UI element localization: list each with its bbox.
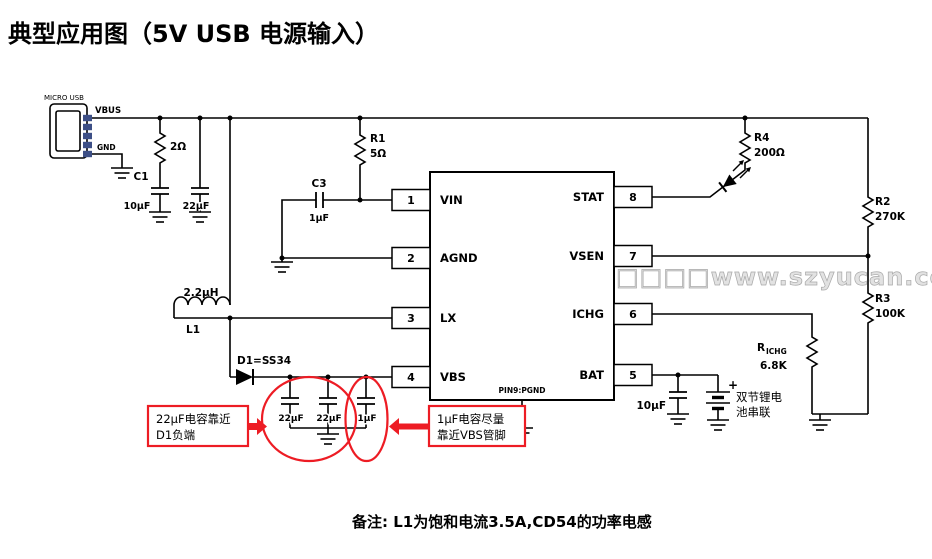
cap-c3: C3 1μF (309, 178, 329, 224)
callout-right-line1: 1μF电容尽量 (437, 412, 504, 426)
usb-connector: MICRO USB VBUS GND (44, 94, 121, 159)
resistor-2ohm: 2Ω (154, 127, 186, 169)
page-title: 典型应用图（5V USB 电源输入） (8, 20, 379, 48)
callout-right-arrow-icon (389, 418, 429, 435)
ground-icon (316, 433, 340, 445)
label-d1: D1=SS34 (237, 355, 291, 367)
led-arrow-icon (738, 160, 744, 166)
ground-icon (148, 211, 172, 223)
pin-name-ichg: ICHG (572, 307, 604, 321)
label-c1: C1 (133, 171, 148, 183)
pin-number-5: 5 (629, 369, 637, 382)
pin-number-6: 6 (629, 308, 637, 321)
highlight-ellipses (260, 375, 389, 463)
label-co3: 1μF (357, 414, 376, 424)
label-cin-value: 22μF (183, 201, 210, 212)
callout-right: 1μF电容尽量 靠近VBS管脚 (389, 404, 527, 448)
pin-name-vbs: VBS (440, 370, 466, 384)
gnd-label: GND (97, 143, 116, 152)
pin-name-lx: LX (440, 311, 456, 325)
ground-icon (270, 261, 294, 273)
resistor-r3: R3 100K (862, 287, 906, 329)
pin-name-vin: VIN (440, 193, 463, 207)
callout-left: 22μF电容靠近 D1负端 (146, 404, 267, 448)
label-r3-value: 100K (875, 308, 906, 320)
ground-icon (808, 419, 832, 431)
pin-name-stat: STAT (573, 190, 604, 204)
callout-left-arrow-icon (249, 418, 267, 435)
cap-out-1: 22μF (277, 397, 305, 426)
cap-out-3: 1μF (356, 397, 378, 426)
diode-d1: D1=SS34 (236, 355, 291, 385)
vbus-label: VBUS (95, 106, 121, 116)
pin-name-bat: BAT (579, 368, 604, 382)
callout-right-line2: 靠近VBS管脚 (437, 428, 506, 442)
ground-icon (110, 167, 134, 179)
label-richg: R (757, 342, 765, 354)
label-richg-value: 6.8K (760, 360, 788, 372)
pin-name-agnd: AGND (440, 251, 478, 265)
callout-left-line2: D1负端 (156, 428, 195, 442)
highlight-ellipse-1uf (344, 375, 389, 463)
pin-name-vsen: VSEN (569, 249, 604, 263)
label-r4: R4 (754, 132, 769, 144)
cap-out-2: 22μF (315, 397, 343, 426)
cap-c1: C1 10μF (122, 171, 170, 214)
usb-pin (83, 132, 92, 140)
resistor-r1: R1 5Ω (354, 129, 386, 171)
label-r4-value: 200Ω (754, 147, 785, 159)
resistor-r4: R4 200Ω (739, 127, 785, 169)
label-c3: C3 (311, 178, 326, 190)
pin-number-2: 2 (407, 252, 415, 265)
inductor-l1: 2.2μH L1 (173, 287, 231, 336)
cap-input-22uf: 22μF (181, 187, 211, 214)
highlight-ellipse-22uf (260, 375, 358, 463)
label-r2-value: 270K (875, 211, 906, 223)
label-2ohm: 2Ω (170, 141, 186, 153)
label-co2: 22μF (316, 414, 341, 424)
label-cbat: 10μF (636, 400, 666, 412)
usb-pin (83, 141, 92, 149)
pin-number-4: 4 (407, 371, 415, 384)
usb-pin (83, 123, 92, 131)
battery: + 双节锂电 池串联 (706, 378, 782, 419)
pin-number-1: 1 (407, 194, 415, 207)
usb-pin (83, 114, 92, 122)
pgnd-label: PIN9:PGND (499, 386, 546, 395)
label-r1-value: 5Ω (370, 148, 386, 160)
cap-cbat: 10μF (636, 391, 688, 412)
label-l1-value: 2.2μH (183, 287, 218, 299)
watermark: □□□□www.szyucan.com (616, 263, 932, 291)
label-co1: 22μF (278, 414, 303, 424)
ic-chip: 1 2 3 4 8 7 6 5 VIN AGND LX VBS STAT VSE… (391, 171, 653, 401)
led-arrow-icon (745, 167, 751, 173)
usb-pin (83, 150, 92, 158)
battery-label-1: 双节锂电 (736, 390, 782, 404)
callout-left-line1: 22μF电容靠近 (156, 412, 231, 426)
footnote: 备注: L1为饱和电流3.5A,CD54的功率电感 (351, 513, 652, 531)
usb-label: MICRO USB (44, 94, 84, 102)
resistor-richg: R ICHG 6.8K (757, 331, 818, 373)
battery-label-2: 池串联 (736, 405, 771, 419)
label-r3: R3 (875, 293, 890, 305)
ground-icon (666, 413, 690, 425)
led (718, 160, 751, 193)
pin-number-7: 7 (629, 250, 637, 263)
label-c3-value: 1μF (309, 213, 329, 224)
label-r1: R1 (370, 133, 385, 145)
label-c1-value: 10μF (124, 201, 151, 212)
label-l1: L1 (186, 324, 200, 336)
battery-plus: + (728, 378, 738, 392)
pin-number-8: 8 (629, 191, 637, 204)
resistor-r2: R2 270K (862, 191, 906, 233)
ground-icon (706, 419, 730, 431)
pin-number-3: 3 (407, 312, 415, 325)
label-richg-sub: ICHG (766, 347, 787, 356)
wire-net (92, 117, 869, 434)
ground-icon (188, 211, 212, 223)
label-r2: R2 (875, 196, 890, 208)
